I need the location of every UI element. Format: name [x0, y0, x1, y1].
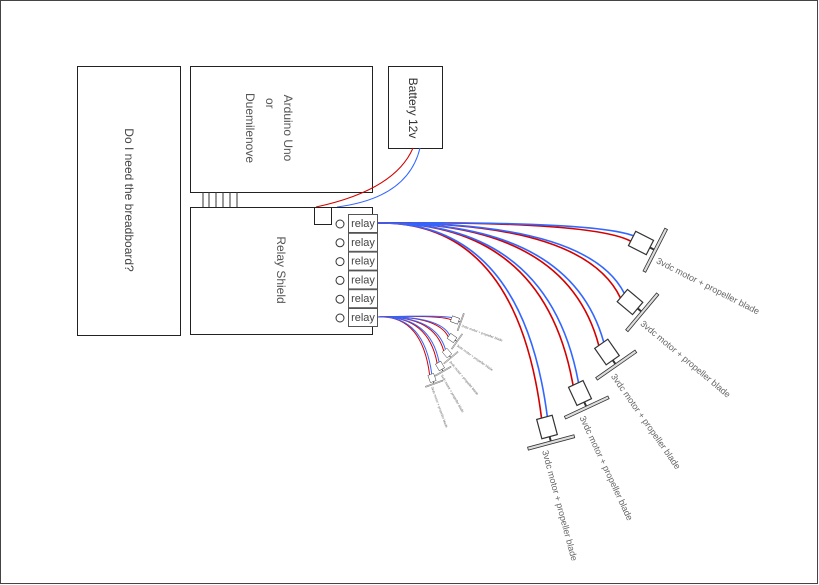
- battery-box: Battery 12v: [388, 66, 443, 149]
- propeller-blade-icon: [642, 227, 669, 273]
- relay-label: relay: [351, 218, 375, 230]
- propeller-blade-icon: [563, 395, 610, 420]
- motor-wire-negative-5: [377, 222, 549, 417]
- led-indicator: [335, 257, 345, 267]
- motor-wire-negative-3: [377, 222, 605, 343]
- relay-box: [348, 232, 378, 252]
- relay-box: [348, 251, 378, 271]
- breadboard-label: Do I need the breadboard?: [122, 128, 136, 272]
- battery-wire-negative: [336, 147, 421, 208]
- relay-2: relay: [335, 232, 378, 252]
- led-indicator: [335, 313, 345, 323]
- arduino-label-line2: or: [263, 98, 277, 109]
- relay-6: relay: [335, 308, 378, 327]
- small-motor-wire-negative-5: [377, 316, 433, 375]
- relay-3: relay: [335, 251, 378, 271]
- header-pins: [202, 192, 238, 207]
- propeller-blade-icon: [527, 434, 576, 451]
- battery-label: Battery 12v: [406, 78, 420, 139]
- propeller-blade-icon: [595, 349, 638, 381]
- led-indicator: [335, 275, 345, 285]
- arduino-label-line3: Duemilenove: [243, 93, 257, 163]
- breadboard-box: Do I need the breadboard?: [77, 66, 181, 336]
- relay-box: [348, 289, 378, 309]
- relay-label: relay: [351, 274, 375, 286]
- led-indicator: [335, 238, 345, 248]
- relay-box: [348, 308, 378, 327]
- relay-shield-label: Relay Shield: [274, 236, 288, 303]
- propeller-blade-icon: [425, 379, 444, 388]
- relay-5: relay: [335, 289, 378, 309]
- led-indicator: [335, 294, 345, 304]
- arduino-label-line1: Arduino Uno: [281, 95, 295, 162]
- motor-wire-negative-1: [377, 221, 634, 237]
- arduino-box: Arduino Uno or Duemilenove: [190, 66, 373, 193]
- motor-wire-negative-4: [377, 222, 580, 383]
- motor-body: [435, 360, 445, 372]
- battery-wire-positive: [315, 147, 414, 208]
- propeller-blade-icon: [451, 333, 463, 350]
- propeller-blade-icon: [434, 366, 452, 377]
- propeller-blade-icon: [625, 292, 660, 333]
- power-terminal: [314, 207, 332, 225]
- relay-4: relay: [335, 270, 378, 290]
- relay-label: relay: [351, 237, 375, 249]
- motor-wire-negative-2: [377, 222, 625, 294]
- relay-box: [348, 214, 378, 233]
- relay-shield-box: Relay Shield: [190, 207, 373, 335]
- relay-label: relay: [351, 293, 375, 305]
- relay-label: relay: [351, 312, 375, 324]
- propeller-blade-icon: [456, 313, 465, 332]
- relay-box: [348, 270, 378, 290]
- relay-1: relay: [335, 214, 378, 233]
- propeller-blade-icon: [443, 351, 459, 365]
- relay-label: relay: [351, 256, 375, 268]
- led-indicator: [335, 219, 345, 229]
